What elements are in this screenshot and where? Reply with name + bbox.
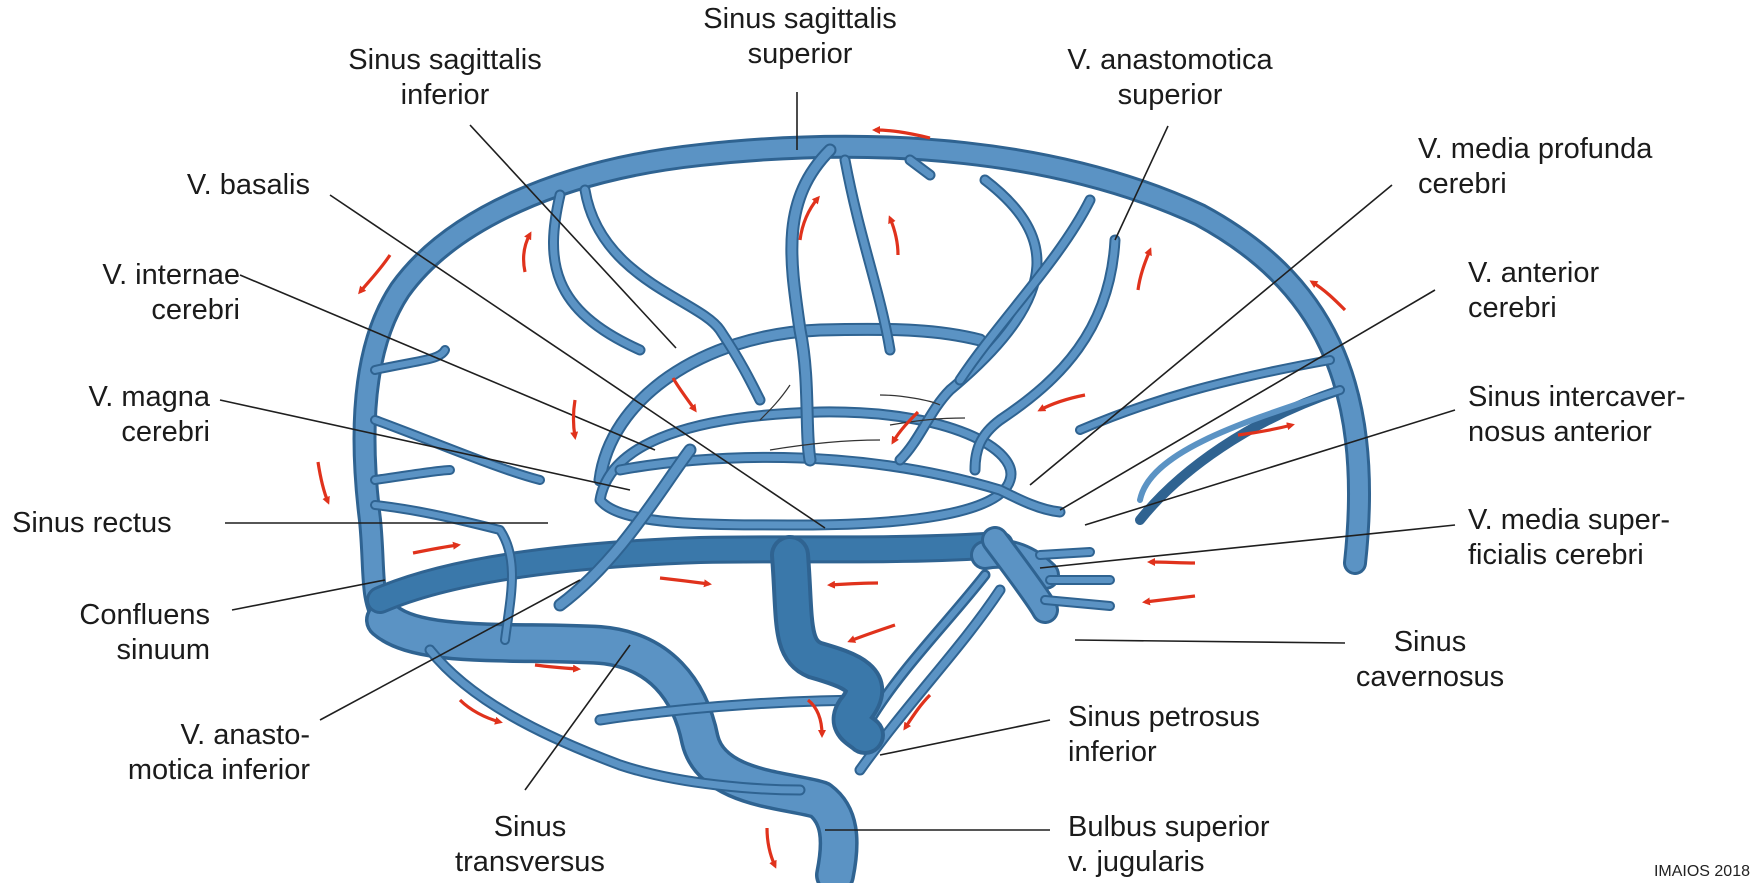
label-v-basalis: V. basalis xyxy=(100,168,310,203)
label-v-media-superficialis-cerebri: V. media super- ficialis cerebri xyxy=(1468,503,1748,573)
label-v-anterior-cerebri: V. anterior cerebri xyxy=(1468,256,1728,326)
label-sinus-cavernosus: Sinus cavernosus xyxy=(1330,625,1530,695)
label-sinus-intercavernosus-anterior: Sinus intercaver- nosus anterior xyxy=(1468,380,1748,450)
label-sinus-rectus: Sinus rectus xyxy=(12,506,232,541)
label-line: Sinus sagittalis xyxy=(670,2,930,37)
label-line: cerebri xyxy=(1468,291,1728,326)
label-line: Confluens xyxy=(20,598,210,633)
label-line: V. media super- xyxy=(1468,503,1748,538)
label-v-magna-cerebri: V. magna cerebri xyxy=(20,380,210,450)
label-line: V. anasto- xyxy=(60,718,310,753)
label-sinus-petrosus-inferior: Sinus petrosus inferior xyxy=(1068,700,1348,770)
label-v-anastomotica-inferior: V. anasto- motica inferior xyxy=(60,718,310,788)
label-bulbus-superior-v-jugularis: Bulbus superior v. jugularis xyxy=(1068,810,1348,880)
label-line: inferior xyxy=(1068,735,1348,770)
label-line: superior xyxy=(670,37,930,72)
sinus-cavernosus-shape xyxy=(985,540,1110,610)
label-line: V. anterior xyxy=(1468,256,1728,291)
label-line: cerebri xyxy=(20,293,240,328)
label-line: transversus xyxy=(420,845,640,880)
label-line: ficialis cerebri xyxy=(1468,538,1748,573)
label-line: Bulbus superior xyxy=(1068,810,1348,845)
label-v-internae-cerebri: V. internae cerebri xyxy=(20,258,240,328)
label-line: nosus anterior xyxy=(1468,415,1748,450)
label-line: v. jugularis xyxy=(1068,845,1348,880)
label-line: Sinus rectus xyxy=(12,506,232,541)
label-line: V. media profunda xyxy=(1418,132,1718,167)
label-v-anastomotica-superior: V. anastomotica superior xyxy=(1035,43,1305,113)
label-line: superior xyxy=(1035,78,1305,113)
label-line: Sinus sagittalis xyxy=(315,43,575,78)
label-line: Sinus xyxy=(420,810,640,845)
label-line: V. magna xyxy=(20,380,210,415)
label-sinus-sagittalis-inferior: Sinus sagittalis inferior xyxy=(315,43,575,113)
label-sinus-transversus: Sinus transversus xyxy=(420,810,640,880)
label-line: V. internae xyxy=(20,258,240,293)
label-confluens-sinuum: Confluens sinuum xyxy=(20,598,210,668)
sinus-rectus-shape xyxy=(380,545,1000,600)
label-line: Sinus intercaver- xyxy=(1468,380,1748,415)
label-line: V. basalis xyxy=(100,168,310,203)
label-v-media-profunda-cerebri: V. media profunda cerebri xyxy=(1418,132,1718,202)
label-line: V. anastomotica xyxy=(1035,43,1305,78)
label-sinus-sagittalis-superior: Sinus sagittalis superior xyxy=(670,2,930,72)
label-line: Sinus petrosus xyxy=(1068,700,1348,735)
sinus-petrosus-superior-shape xyxy=(790,555,865,735)
label-line: cavernosus xyxy=(1330,660,1530,695)
label-line: cerebri xyxy=(1418,167,1718,202)
label-line: cerebri xyxy=(20,415,210,450)
label-line: inferior xyxy=(315,78,575,113)
image-credit: IMAIOS 2018 xyxy=(1654,863,1750,881)
label-line: Sinus xyxy=(1330,625,1530,660)
label-line: motica inferior xyxy=(60,753,310,788)
label-line: sinuum xyxy=(20,633,210,668)
